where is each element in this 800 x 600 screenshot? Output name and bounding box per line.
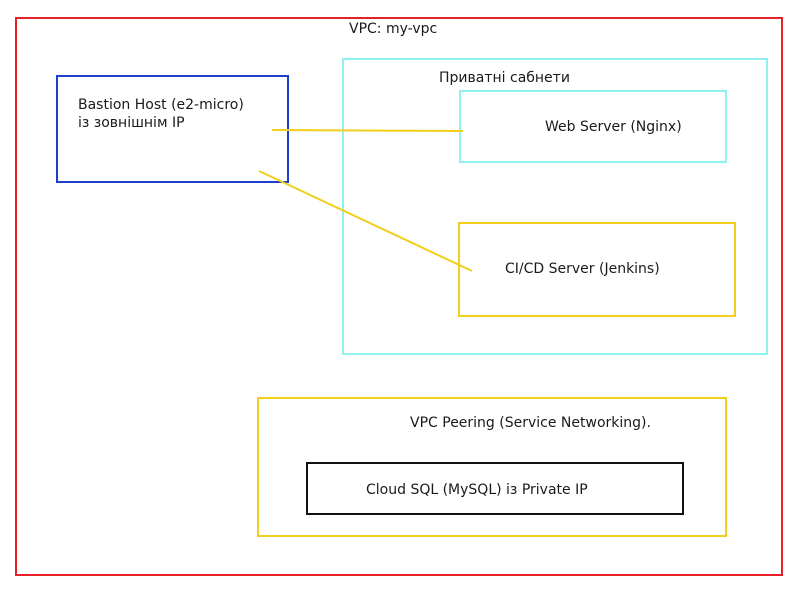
bastion-to-web-connector [271,129,464,132]
vpc-peering-label: VPC Peering (Service Networking). [410,415,651,431]
bastion-host-ip-label: із зовнішнім IP [78,115,185,131]
bastion-host-node [56,75,289,183]
cloud-sql-label: Cloud SQL (MySQL) із Private IP [366,482,588,498]
bastion-host-label: Bastion Host (e2-micro) [78,97,244,113]
bastion-to-cicd-connector [258,170,473,272]
vpc-peering-group [257,397,727,537]
private-subnets-group [342,58,768,355]
cicd-server-node [458,222,736,317]
web-server-node [459,90,727,163]
cicd-server-label: CI/CD Server (Jenkins) [505,261,660,277]
vpc-title: VPC: my-vpc [349,21,438,37]
private-subnets-label: Приватні сабнети [439,70,570,86]
cloud-sql-node [306,462,684,515]
web-server-label: Web Server (Nginx) [545,119,682,135]
vpc-boundary [15,17,783,576]
